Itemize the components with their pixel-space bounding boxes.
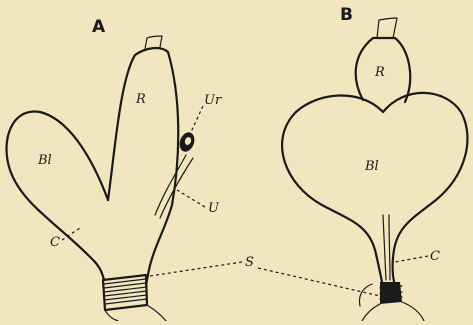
panel-a-rectum-outline (108, 48, 178, 275)
panel-a-label-r: R (135, 92, 146, 107)
panel-a: A R Bl Ur U C (7, 17, 222, 321)
panel-b-sphincter (380, 282, 402, 304)
panel-b-letter: B (340, 5, 353, 25)
panel-b-rectum-cut (377, 18, 397, 38)
panel-b-label-r: R (374, 65, 385, 80)
panel-b-stalk-inner (383, 215, 390, 280)
label-s: S (245, 255, 254, 270)
panel-b-label-bl: Bl (364, 159, 379, 174)
panel-a-sphincter (103, 275, 147, 310)
panel-a-leader-ur (191, 106, 203, 132)
panel-a-label-u: U (208, 201, 220, 216)
panel-a-label-bl: Bl (37, 153, 52, 168)
panel-a-label-c: C (50, 235, 60, 250)
shared-sphincter-label: S (150, 255, 380, 296)
panel-a-letter: A (92, 17, 106, 37)
panel-b-leader-c (395, 256, 428, 262)
panel-a-ureter-opening (177, 130, 197, 154)
panel-a-label-ur: Ur (204, 93, 222, 108)
panel-a-leader-u (177, 190, 205, 207)
panel-b: B R Bl C (282, 5, 467, 321)
panel-b-label-c: C (430, 249, 440, 264)
leader-s-left (150, 262, 242, 276)
